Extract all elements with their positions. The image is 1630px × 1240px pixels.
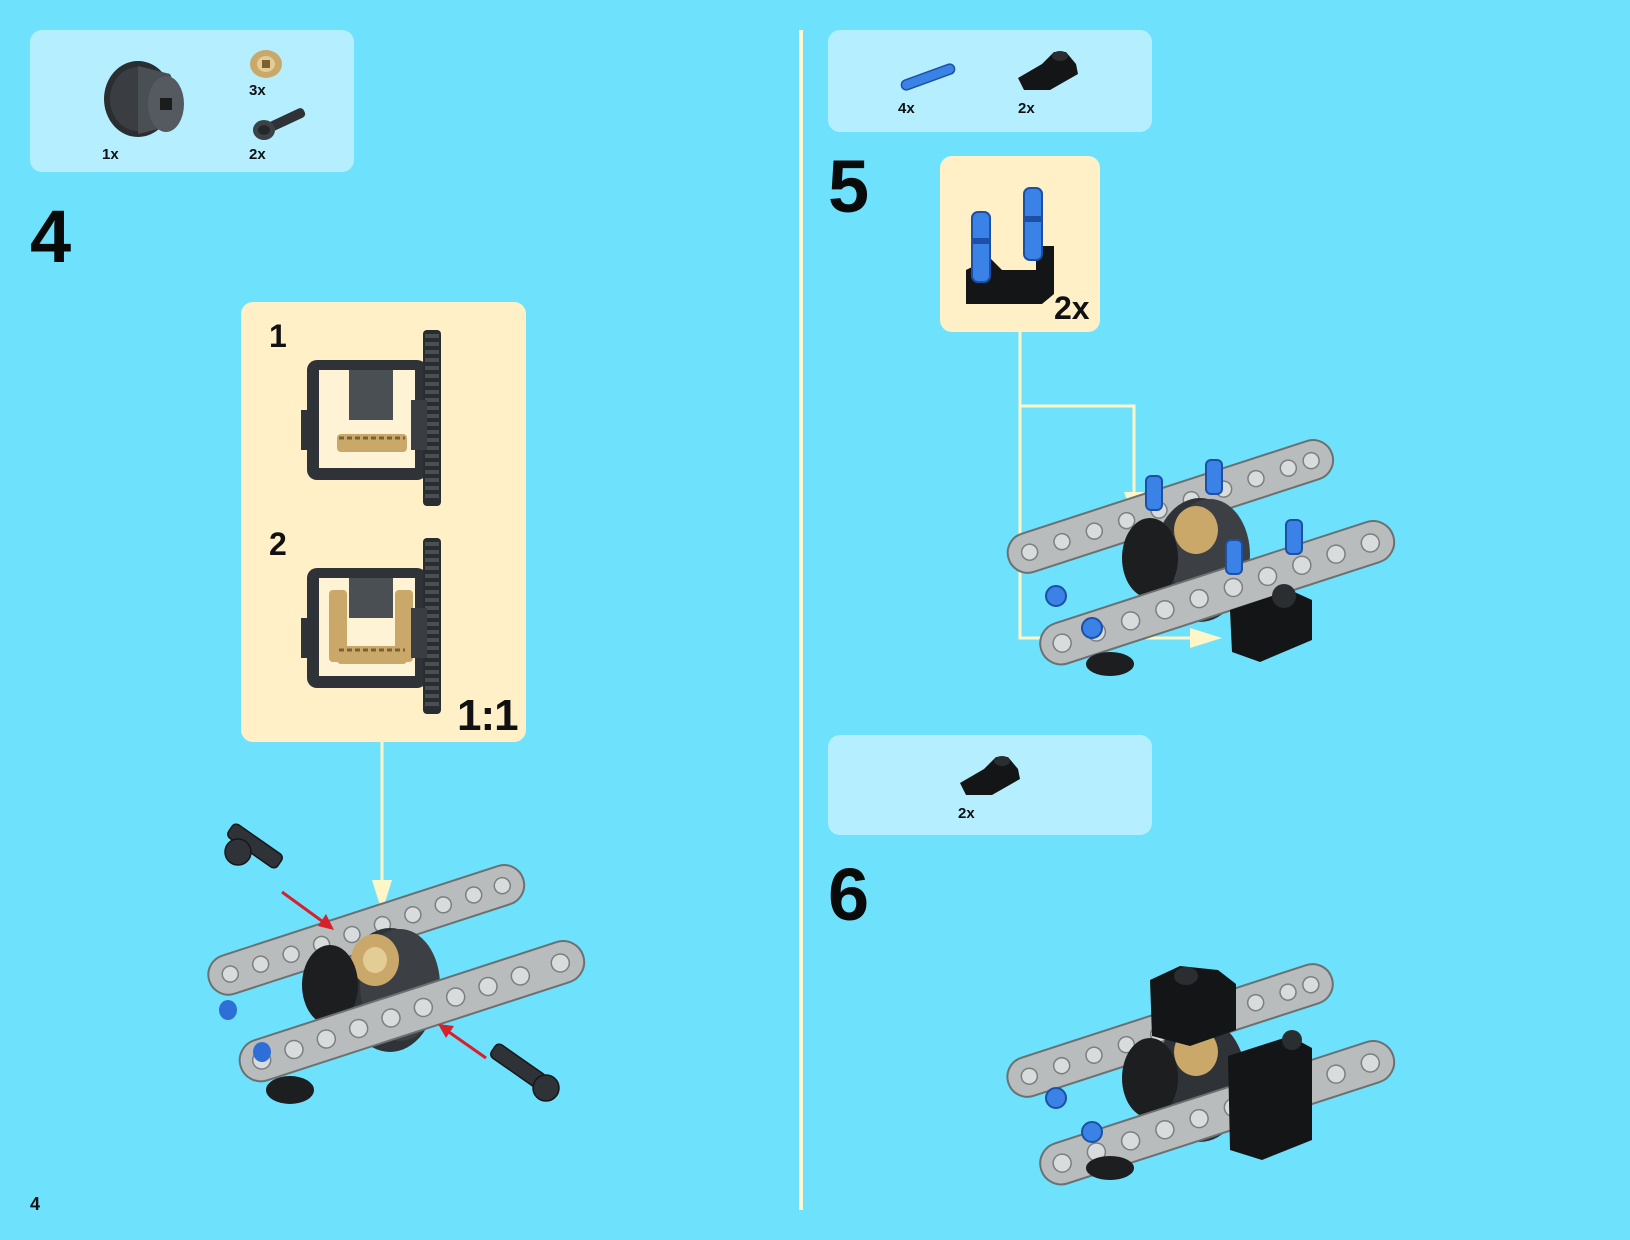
step-4-callout: 1 2 1:1 bbox=[241, 302, 526, 742]
black-connector-icon bbox=[1018, 51, 1078, 90]
part-qty: 2x bbox=[958, 805, 975, 822]
differential-substep-2-icon bbox=[301, 538, 441, 714]
step-6-parts-list: 2x bbox=[828, 735, 1152, 835]
step-number: 5 bbox=[828, 145, 870, 228]
part-qty: 4x bbox=[898, 100, 915, 117]
connector-with-pins-icon bbox=[966, 187, 1054, 304]
part-qty: 3x bbox=[249, 82, 266, 99]
black-connector-icon bbox=[960, 756, 1020, 795]
scale-label: 1:1 bbox=[457, 691, 519, 740]
step-6-assembly-model bbox=[1006, 963, 1396, 1186]
page-number: 4 bbox=[30, 1194, 41, 1214]
bevel-gear-small-icon bbox=[250, 50, 282, 78]
substep-number: 2 bbox=[269, 526, 287, 562]
differential-substep-1-icon bbox=[301, 330, 441, 506]
axle-with-stop-icon bbox=[253, 108, 306, 140]
step-number: 6 bbox=[828, 853, 870, 936]
step-4-parts-list: 1x 3x 2x bbox=[30, 30, 354, 172]
callout-qty: 2x bbox=[1054, 290, 1090, 326]
blue-pin-icon bbox=[900, 63, 956, 91]
step-4-assembly-model bbox=[207, 742, 586, 1104]
differential-gear-icon bbox=[104, 61, 184, 137]
page-divider bbox=[799, 30, 803, 1210]
step-5-assembly-model bbox=[1006, 332, 1396, 676]
step-5-callout: 2x bbox=[940, 156, 1100, 332]
substep-number: 1 bbox=[269, 318, 287, 354]
step-5-parts-list: 4x 2x bbox=[828, 30, 1152, 132]
part-qty: 1x bbox=[102, 146, 119, 163]
part-qty: 2x bbox=[249, 146, 266, 163]
part-qty: 2x bbox=[1018, 100, 1035, 117]
step-number: 4 bbox=[30, 195, 72, 278]
